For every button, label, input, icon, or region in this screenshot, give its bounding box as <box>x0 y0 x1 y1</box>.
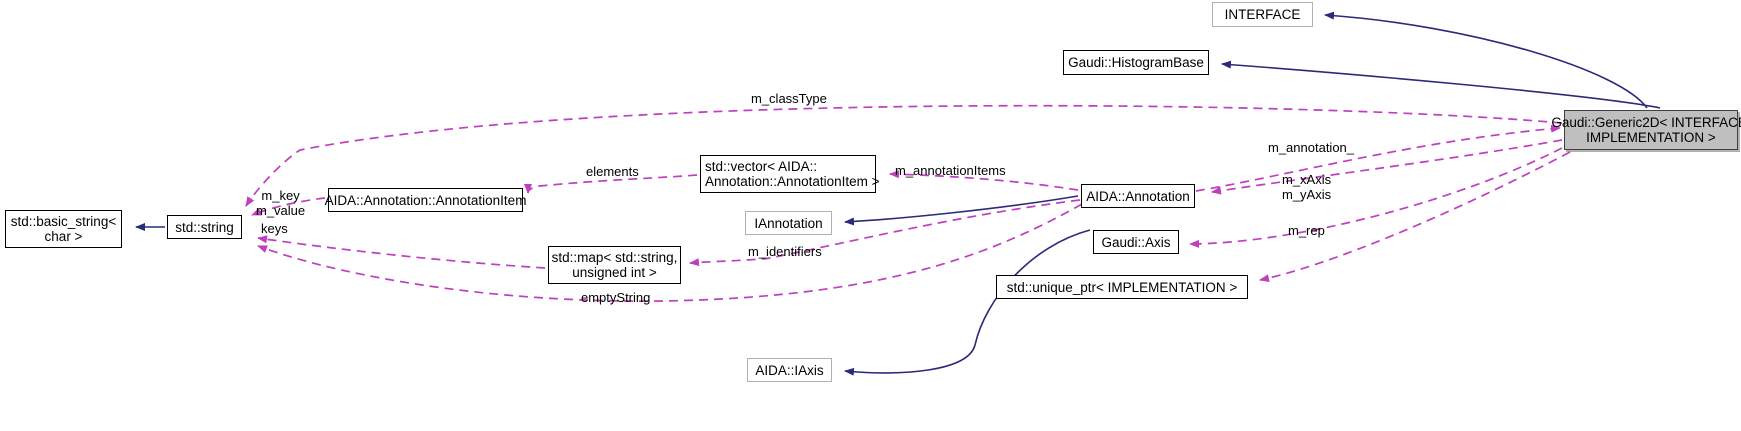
edge-string-m-key-m-value <box>251 197 326 216</box>
edge-label-m-annotationitems: m_annotationItems <box>895 163 1006 178</box>
edge-label-m-rep: m_rep <box>1288 223 1325 238</box>
edge-string-emptystring <box>257 203 1083 302</box>
node-gaudi-generic2d[interactable]: Gaudi::Generic2D< INTERFACE, IMPLEMENTAT… <box>1551 110 1741 150</box>
edge-map-m-identifiers <box>689 199 1081 267</box>
node-gaudi-histogrambase[interactable]: Gaudi::HistogramBase <box>1063 50 1209 75</box>
edge-generic2d-interface <box>1324 11 1648 109</box>
edge-gaudiaxis-m-rep-a <box>1189 147 1563 248</box>
node-interface[interactable]: INTERFACE <box>1212 2 1313 27</box>
edge-generic2d-classtype-string <box>245 104 1563 207</box>
edge-vector-m-annotationitems <box>889 170 1079 191</box>
edge-annotitem-elements <box>524 174 698 194</box>
edge-label-m-identifiers: m_identifiers <box>748 244 822 259</box>
edge-uniqueptr-m-rep <box>1259 151 1571 283</box>
inheritance-edges <box>135 11 1661 376</box>
node-iannotation[interactable]: IAnnotation <box>745 211 832 235</box>
node-std-map-string-uint[interactable]: std::map< std::string, unsigned int > <box>548 246 681 284</box>
edge-label-elements: elements <box>586 164 639 179</box>
edge-label-emptystring: emptyString <box>581 290 651 305</box>
edge-label-m-key-m-value: m_key m_value <box>256 188 306 218</box>
edge-annotation-iannotation <box>844 195 1079 226</box>
edge-label-keys: keys <box>261 221 288 236</box>
node-gaudi-axis[interactable]: Gaudi::Axis <box>1093 230 1179 254</box>
node-std-unique-ptr-implementation[interactable]: std::unique_ptr< IMPLEMENTATION > <box>996 275 1248 299</box>
node-aida-annotation[interactable]: AIDA::Annotation <box>1081 184 1195 208</box>
edge-string-keys <box>257 235 546 269</box>
usage-edges <box>245 104 1571 302</box>
edge-label-m-xaxis-m-yaxis: m_xAxis m_yAxis <box>1282 172 1332 202</box>
node-aida-iaxis[interactable]: AIDA::IAxis <box>747 358 832 382</box>
edge-annotation-m-annotation <box>1195 124 1561 192</box>
edge-axis-m-xaxis <box>1211 139 1563 195</box>
node-aida-annotation-annotationitem[interactable]: AIDA::Annotation::AnnotationItem <box>325 188 526 212</box>
node-std-vector-annotationitem[interactable]: std::vector< AIDA:: Annotation::Annotati… <box>700 155 880 193</box>
edge-label-m-classtype: m_classType <box>751 91 827 106</box>
edge-label-m-annotation: m_annotation_ <box>1268 140 1355 155</box>
edge-generic2d-histogrambase <box>1221 60 1661 109</box>
edge-gaudiaxis-aidaiaxis <box>844 229 1091 376</box>
node-std-string[interactable]: std::string <box>167 215 242 239</box>
node-std-basic-string[interactable]: std::basic_string< char > <box>5 210 122 248</box>
